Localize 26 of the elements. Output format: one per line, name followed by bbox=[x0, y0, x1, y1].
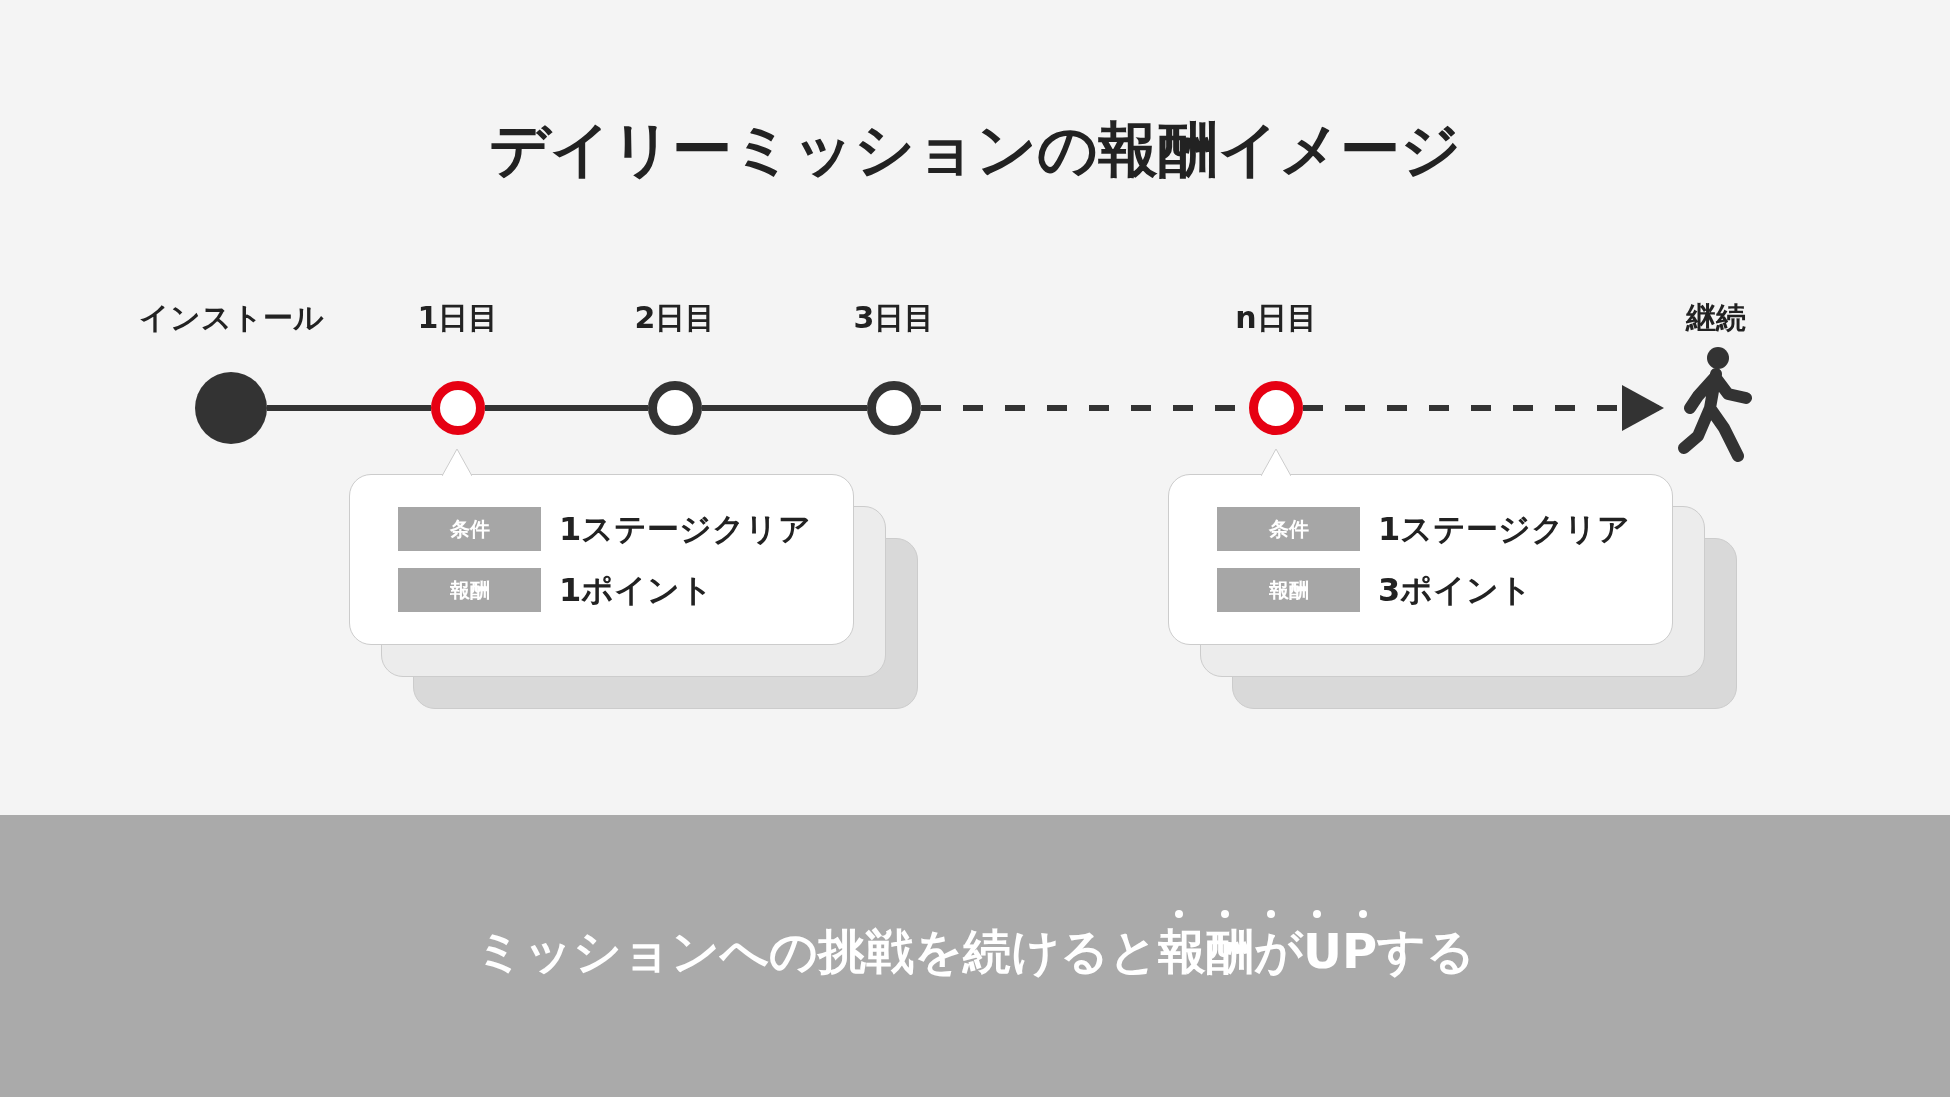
milestone-circle bbox=[866, 380, 922, 436]
step-label: n日目 bbox=[1235, 299, 1317, 337]
step-label: インストール bbox=[138, 299, 324, 337]
tag-label: 報酬 bbox=[398, 568, 541, 612]
footer-band bbox=[0, 815, 1950, 1097]
milestone-circle bbox=[1248, 380, 1304, 436]
step-label: 2日目 bbox=[634, 299, 716, 337]
milestone-circle bbox=[647, 380, 703, 436]
detail-text: 1ステージクリア bbox=[559, 509, 812, 550]
footer-message: ミッションへの挑戦を続けると報酬がUPする bbox=[473, 922, 1477, 981]
step-label: 1日目 bbox=[417, 299, 499, 337]
timeline-line bbox=[485, 405, 648, 411]
tag-label: 条件 bbox=[1217, 507, 1360, 551]
arrow bbox=[1303, 385, 1664, 431]
milestone-circle bbox=[430, 380, 486, 436]
detail-text: 1ステージクリア bbox=[1378, 509, 1631, 550]
timeline-line bbox=[702, 405, 867, 411]
timeline-line bbox=[267, 405, 431, 411]
detail-text: 1ポイント bbox=[559, 570, 714, 611]
step-label: 3日目 bbox=[853, 299, 935, 337]
tag-label: 報酬 bbox=[1217, 568, 1360, 612]
detail-text: 3ポイント bbox=[1378, 570, 1533, 611]
diagram-title: デイリーミッションの報酬イメージ bbox=[488, 113, 1462, 186]
step-label: 継続 bbox=[1686, 299, 1746, 337]
tag-label: 条件 bbox=[398, 507, 541, 551]
start-dot bbox=[194, 371, 268, 445]
